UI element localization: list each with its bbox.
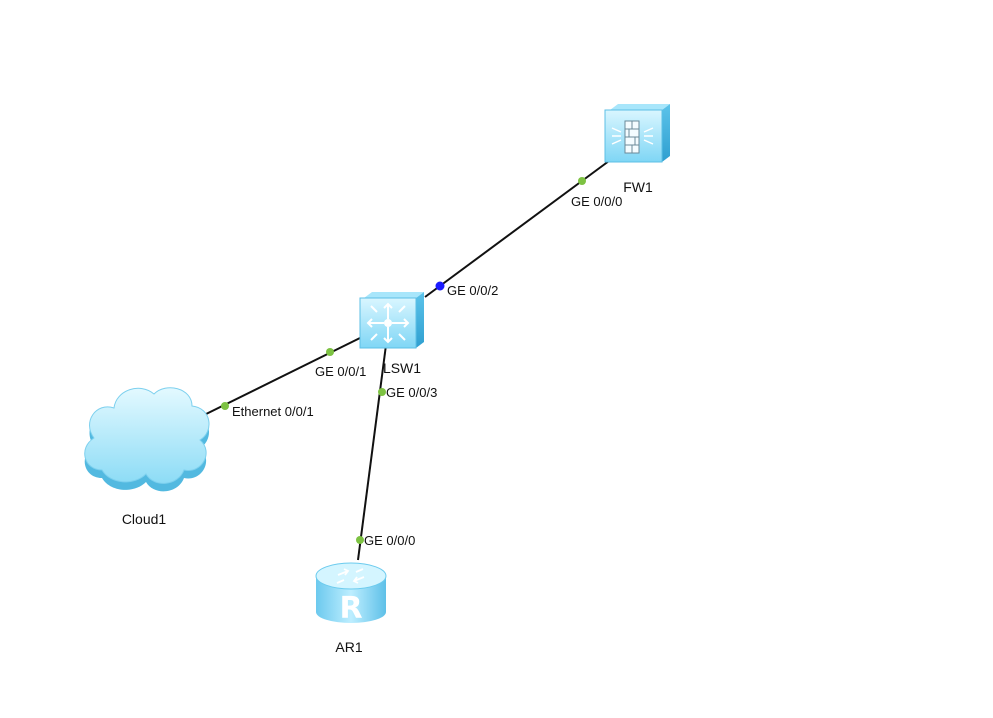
port-dot-ar1-ge000[interactable] [356,536,364,544]
lsw1-label: LSW1 [383,360,421,376]
cloud-icon [84,387,210,492]
fw1-label: FW1 [623,179,653,195]
cloud1-device[interactable]: Cloud1 [84,387,210,527]
svg-text:R: R [339,591,362,626]
port-label-lsw1-to-cloud1: GE 0/0/1 [315,364,366,379]
port-dot-lsw1-ge001[interactable] [326,348,334,356]
port-label-cloud1: Ethernet 0/0/1 [232,404,314,419]
link-lsw1-ar1[interactable] [357,344,387,561]
fw1-device[interactable]: FW1 [604,104,670,195]
port-label-lsw1-to-ar1: GE 0/0/3 [386,385,437,400]
port-label-ar1: GE 0/0/0 [364,533,415,548]
port-dot-lsw1-ge003[interactable] [378,388,386,396]
ar1-label: AR1 [335,639,362,655]
lsw1-device[interactable]: LSW1 [359,292,424,376]
port-dot-cloud1-eth001[interactable] [221,402,229,410]
ar1-device[interactable]: R AR1 [315,562,387,655]
port-dot-lsw1-ge002[interactable] [435,281,445,291]
port-label-lsw1-to-fw1: GE 0/0/2 [447,283,498,298]
port-dot-fw1-ge000[interactable] [578,177,586,185]
router-icon: R [315,562,387,626]
firewall-icon [604,104,670,163]
port-label-fw1: GE 0/0/0 [571,194,622,209]
switch-icon [359,292,424,349]
cloud1-label: Cloud1 [122,511,167,527]
